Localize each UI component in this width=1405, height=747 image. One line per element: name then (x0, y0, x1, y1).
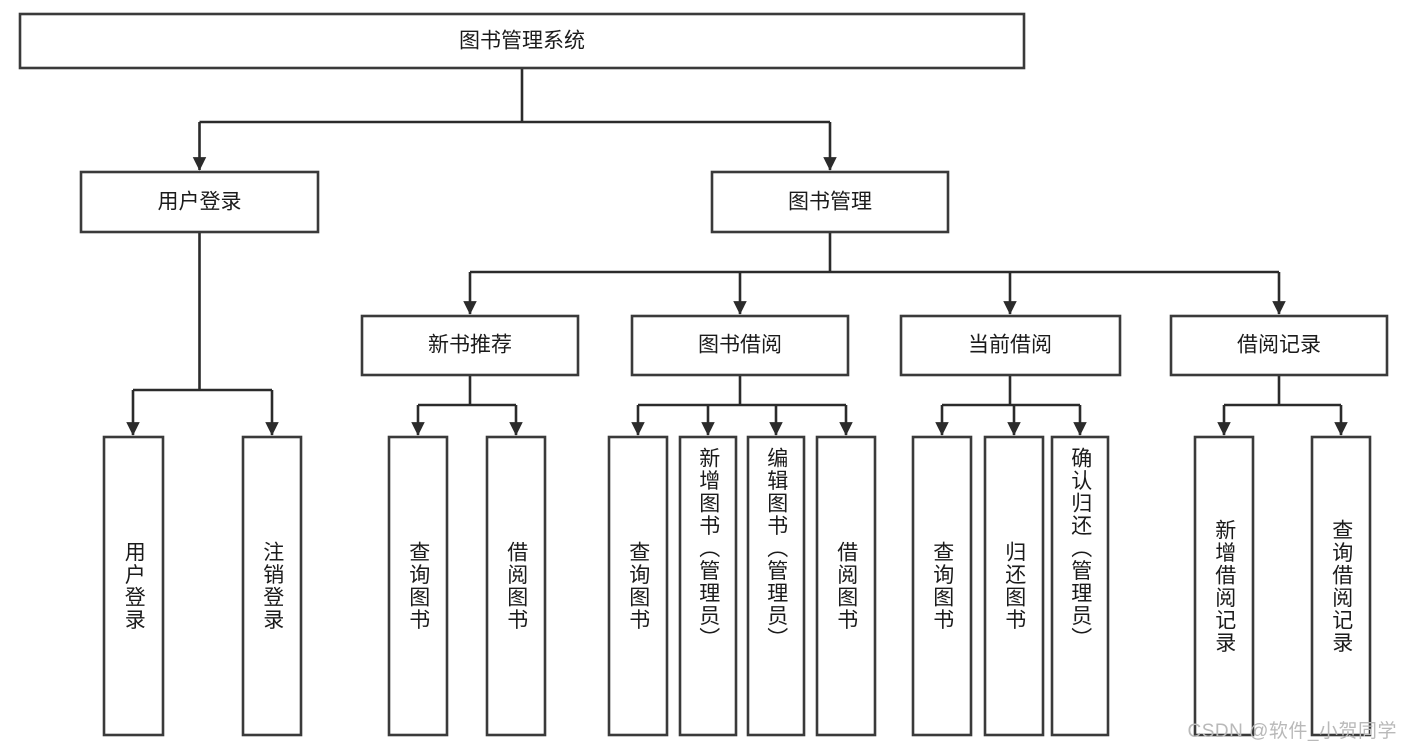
node-box-leaf-query-book-cur[interactable] (911, 435, 973, 737)
node-box-borrow-record[interactable] (1169, 314, 1389, 377)
node-box-new-book-rec[interactable] (360, 314, 580, 377)
node-box-root[interactable] (18, 12, 1026, 70)
connector-group-book-borrow (631, 375, 853, 436)
connector-group-book-manage (463, 232, 1286, 315)
node-box-leaf-edit-book-admin[interactable] (746, 435, 806, 737)
connector-group-root (192, 68, 837, 171)
node-box-leaf-query-borrow-record[interactable] (1310, 435, 1372, 737)
connector-group-new-book-rec (411, 375, 523, 436)
node-box-leaf-borrow-book-rec[interactable] (485, 435, 547, 737)
node-box-book-manage[interactable] (710, 170, 950, 234)
connector-group-borrow-record (1217, 375, 1348, 436)
node-box-leaf-borrow-book[interactable] (815, 435, 877, 737)
node-box-leaf-query-book-rec[interactable] (387, 435, 449, 737)
node-label-user-login: 用户登录 (158, 191, 242, 214)
connector-group-current-borrow (935, 375, 1087, 436)
node-box-leaf-add-book-admin[interactable] (678, 435, 738, 737)
node-label-book-borrow: 图书借阅 (698, 334, 782, 357)
node-box-leaf-user-logout[interactable] (241, 435, 303, 737)
node-box-leaf-add-borrow-record[interactable] (1193, 435, 1255, 737)
node-label-current-borrow: 当前借阅 (968, 334, 1052, 357)
csdn-watermark: CSDN @软件_小贺同学 (1187, 721, 1397, 742)
node-label-root: 图书管理系统 (459, 30, 585, 53)
node-label-borrow-record: 借阅记录 (1237, 334, 1321, 357)
node-box-leaf-confirm-return-admin[interactable] (1050, 435, 1110, 737)
connector-group-user-login (126, 232, 279, 436)
node-label-new-book-rec: 新书推荐 (428, 334, 512, 357)
node-box-leaf-return-book[interactable] (983, 435, 1045, 737)
node-box-user-login[interactable] (79, 170, 320, 234)
node-box-book-borrow[interactable] (630, 314, 850, 377)
node-box-current-borrow[interactable] (899, 314, 1122, 377)
node-box-leaf-user-login[interactable] (102, 435, 165, 737)
node-label-book-manage: 图书管理 (788, 191, 872, 214)
node-box-leaf-query-book-borrow[interactable] (607, 435, 669, 737)
